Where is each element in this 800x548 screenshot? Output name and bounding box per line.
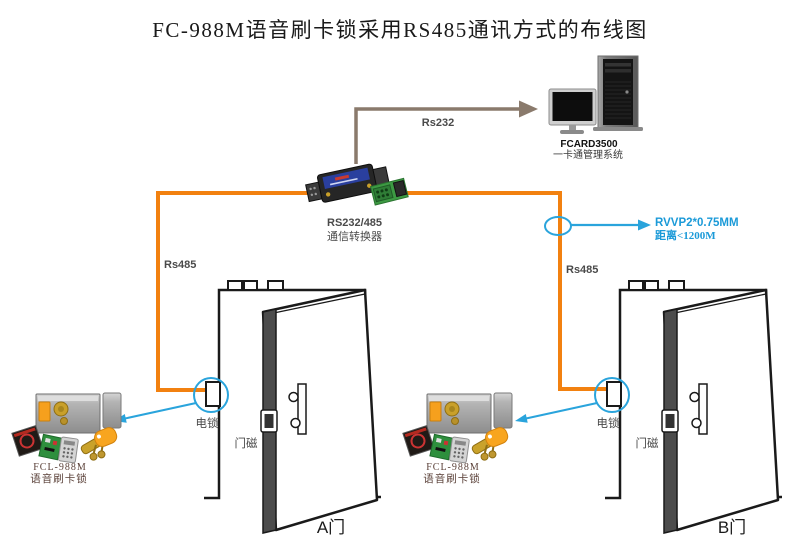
- door-a-name: A门: [317, 518, 345, 537]
- lock-strike-box: [102, 392, 122, 429]
- rs485-left-label: Rs485: [164, 259, 196, 271]
- door-b-magnet-label: 门磁: [636, 436, 659, 450]
- rs485-right-label: Rs485: [566, 264, 598, 276]
- lock-orange-tab: [38, 401, 51, 422]
- door-b: [515, 280, 782, 534]
- cable-spec-line1: RVVP2*0.75MM: [655, 217, 739, 229]
- converter-name-line1: RS232/485: [327, 217, 382, 229]
- key-fob: [94, 427, 118, 447]
- frame-top-tab: [644, 280, 659, 291]
- monitor-stand: [569, 125, 576, 130]
- id-card: [402, 424, 435, 457]
- frame-top-tab: [628, 280, 644, 291]
- lock-callout-line: [124, 402, 197, 420]
- lock-chrome-band: [429, 396, 489, 401]
- door-a-magnet-label: 门磁: [235, 436, 258, 450]
- tower-power-button: [625, 90, 629, 94]
- rs232-485-converter: RS232/485 通信转换器: [305, 163, 409, 243]
- cable-spec-callout: RVVP2*0.75MM 距离<1200M: [544, 216, 739, 242]
- lock-orange-tab: [429, 401, 442, 422]
- lock-kit-photo-right: [402, 392, 513, 464]
- terminal-db9: [392, 179, 408, 198]
- remote-control: [449, 436, 470, 464]
- rs232-label: Rs232: [422, 117, 454, 129]
- handle-knob: [288, 391, 299, 403]
- door-handle: [297, 383, 307, 435]
- rs485-wire-left: [156, 191, 312, 392]
- frame-top-tab: [267, 280, 284, 291]
- lock-highlight-circle: [594, 377, 630, 413]
- door-magnet-window: [665, 414, 675, 428]
- lock-main-body: [426, 393, 492, 434]
- control-pcb: [429, 433, 454, 461]
- door-handle: [698, 383, 708, 435]
- control-pcb: [38, 433, 63, 461]
- converter-name-line2: 通信转换器: [327, 229, 382, 243]
- remote-control: [58, 436, 79, 464]
- door-panel: [662, 288, 780, 532]
- lock-kit-left-label: 语音刷卡锁: [30, 472, 88, 485]
- rs232-wire: [354, 107, 519, 164]
- door-a-lock-label: 电锁: [196, 416, 219, 430]
- rs485-wire-right: [392, 191, 606, 391]
- frame-top-tab: [227, 280, 243, 291]
- frame-top-tab: [668, 280, 685, 291]
- server-system-label: 一卡通管理系统: [553, 148, 623, 161]
- lock-chrome-band: [38, 396, 98, 401]
- frame-top-tab: [243, 280, 258, 291]
- lock-strike-box: [493, 392, 513, 429]
- diagram-title: FC-988M语音刷卡锁采用RS485通讯方式的布线图: [152, 18, 648, 42]
- lock-highlight-circle: [193, 377, 229, 413]
- id-card: [11, 424, 44, 457]
- door-magnet-window: [264, 414, 274, 428]
- tower-drive-bay: [605, 69, 631, 73]
- converter-terminal-board: [369, 177, 409, 206]
- converter-body: [305, 163, 390, 203]
- lock-main-body: [35, 393, 101, 434]
- cable-spec-line2: 距离<1200M: [655, 228, 716, 242]
- door-a: [114, 280, 381, 534]
- tower-base: [593, 127, 643, 131]
- tower-drive-bay: [605, 63, 631, 67]
- handle-knob: [689, 391, 700, 403]
- lock-kit-left-model: FCL-988M: [33, 462, 87, 473]
- key-fob: [485, 427, 509, 447]
- monitor-base: [560, 130, 584, 134]
- lock-callout-line: [525, 402, 598, 420]
- lock-kit-right-label: 语音刷卡锁: [423, 472, 481, 485]
- handle-knob: [290, 417, 301, 429]
- lock-callout-arrowhead-icon: [515, 414, 528, 423]
- lock-kit-right-model: FCL-988M: [426, 462, 480, 473]
- electric-lock-box: [205, 381, 221, 407]
- electric-lock-box: [606, 381, 622, 407]
- door-b-lock-label: 电锁: [597, 416, 620, 430]
- door-panel-edge-line: [669, 293, 767, 315]
- tower-vents: [605, 81, 631, 119]
- monitor-screen: [552, 92, 593, 121]
- callout-arrowhead-icon: [638, 219, 651, 231]
- management-computer: FCARD3500 一卡通管理系统: [548, 55, 643, 161]
- server-model-label: FCARD3500: [560, 139, 618, 150]
- lock-keyhole: [451, 417, 459, 425]
- door-b-name: B门: [718, 518, 746, 537]
- door-panel: [261, 288, 379, 532]
- lock-keyhole: [60, 417, 68, 425]
- handle-knob: [691, 417, 702, 429]
- rs232-arrowhead-icon: [519, 100, 538, 118]
- door-panel-edge-line: [268, 293, 366, 315]
- lock-kit-photo-left: [11, 392, 122, 464]
